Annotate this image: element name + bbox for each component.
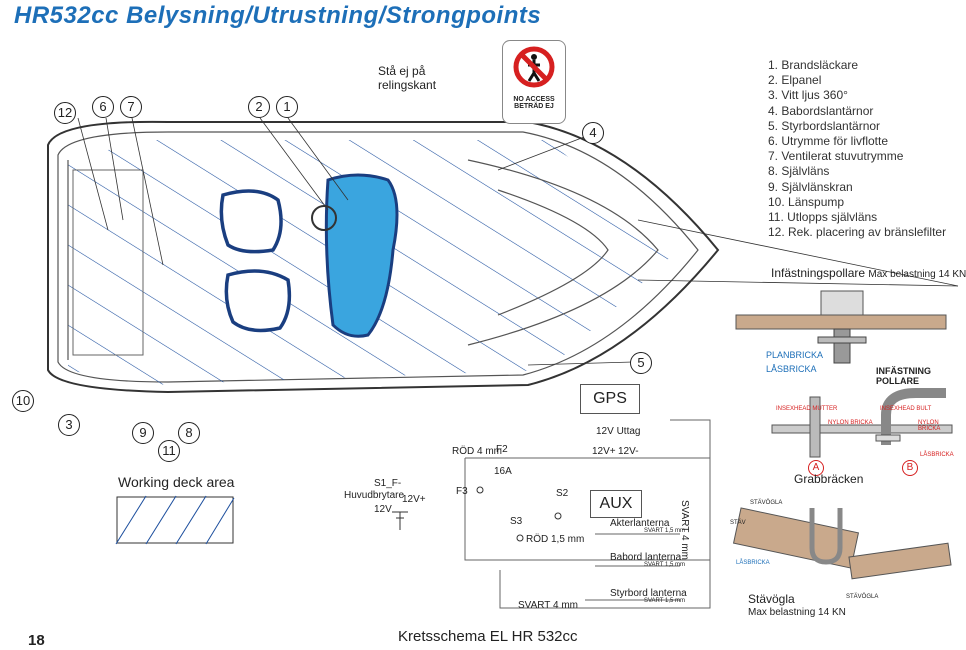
marker-4: 4: [582, 122, 604, 144]
bow-eye-tag2: STÄVÖGLA: [846, 594, 879, 600]
legend-item: 2. Elpanel: [768, 73, 822, 88]
bow-eye-detail: [848, 542, 952, 580]
grabrail-nut: INSEXHEAD MUTTER: [776, 406, 838, 412]
bow-lasbricka: LÅSBRICKA: [736, 560, 770, 566]
page-number: 18: [28, 632, 45, 649]
circuit-diagram: [392, 419, 711, 609]
marker-5: 5: [630, 352, 652, 374]
seat-rear: [224, 269, 292, 333]
no-access-icon: [513, 46, 555, 88]
svart4v-label: SVART 4 mm: [679, 500, 690, 561]
babord-label: Babord lanterna: [610, 552, 682, 563]
v12p-label: 12V+: [402, 494, 426, 505]
s1-label: S1_F-: [374, 478, 402, 489]
legend-item: 3. Vitt ljus 360°: [768, 88, 848, 103]
legend-item: 1. Brandsläckare: [768, 58, 859, 72]
bollard-diagram: [735, 290, 947, 364]
svart15-1: SVART 1,5 mm: [644, 528, 686, 534]
marker-1: 1: [276, 96, 298, 118]
planbricka-label: PLANBRICKA: [766, 350, 824, 360]
f3-label: F3: [456, 486, 468, 497]
bow-eye-load: Max belastning 14 KN: [748, 607, 846, 618]
bollard-heading: Infästningspollare Max belastning 14 KN: [771, 266, 966, 280]
seat-front: [219, 189, 283, 254]
rod4-label: RÖD 4 mm: [452, 446, 502, 457]
working-deck-label: Working deck area: [118, 474, 235, 490]
equipment-legend: 1. Brandsläckare 2. Elpanel 3. Vitt ljus…: [768, 58, 946, 240]
legend-item: 8. Självläns: [768, 164, 830, 179]
grabrail-marker-b: B: [902, 460, 918, 476]
gps-label: GPS: [580, 384, 640, 414]
marker-2: 2: [248, 96, 270, 118]
legend-item: 7. Ventilerat stuvutrymme: [768, 149, 904, 164]
sign-line2: BETRÄD EJ: [514, 103, 554, 110]
rod15-label: RÖD 1,5 mm: [526, 534, 585, 545]
s2-label: S2: [556, 488, 569, 499]
amp-label: 16A: [494, 466, 512, 477]
bow-eye-diagram: [732, 507, 860, 569]
console: [324, 173, 399, 338]
v12-label: 12V: [374, 504, 392, 515]
bow-tag: STÄV: [730, 520, 746, 526]
bow-eye-title: Stävögla: [748, 592, 795, 606]
legend-item: 9. Självlänskran: [768, 179, 853, 194]
grabrail-nylon2: NYLON BRICKA: [918, 420, 941, 432]
bollard-mount-label: INFÄSTNING POLLARE: [876, 366, 931, 386]
warning-line1: Stå ej på: [378, 64, 426, 78]
grabrail-bolt: INSEXHEAD BULT: [880, 406, 932, 412]
svart15-3: SVART 1,5 mm: [644, 598, 686, 604]
marker-8: 8: [178, 422, 200, 444]
v-plus-label: 12V+: [592, 446, 616, 457]
f2-label: F2: [496, 444, 508, 455]
warning-line2: relingskant: [378, 78, 437, 92]
legend-item: 4. Babordslantärnor: [768, 103, 874, 118]
bollard-title: Infästningspollare: [771, 266, 866, 280]
steering-wheel: [311, 205, 337, 231]
aux-label: AUX: [590, 490, 642, 518]
marker-3: 3: [58, 414, 80, 436]
sign-line1: NO ACCESS: [513, 96, 555, 103]
working-deck-swatch: [115, 495, 235, 545]
legend-item: 10. Länspump: [768, 194, 845, 209]
marker-6: 6: [92, 96, 114, 118]
marker-9: 9: [132, 422, 154, 444]
legend-item: 12. Rek. placering av bränslefilter: [768, 225, 947, 240]
bow-eye-tag: STÄVÖGLA: [750, 500, 783, 506]
marker-12: 12: [54, 102, 76, 124]
legend-item: 11. Utlopps självläns: [768, 210, 878, 225]
grabrail-label: Grabbräcken: [794, 472, 864, 486]
legend-item: 6. Utrymme för livflotte: [768, 134, 889, 149]
marker-11: 11: [158, 440, 180, 462]
bow-eye-label: Stävögla Max belastning 14 KN: [748, 592, 846, 620]
grabrail-diagram: [771, 388, 953, 458]
bollard-load: Max belastning 14 KN: [868, 269, 966, 280]
grabrail-marker-a: A: [808, 460, 824, 476]
akter-label: Akterlanterna: [610, 518, 670, 529]
uttag-label: 12V Uttag: [596, 426, 641, 437]
styrbord-label: Styrbord lanterna: [610, 588, 687, 599]
svart4-label: SVART 4 mm: [518, 600, 579, 611]
lasbricka-label: LÅSBRICKA: [766, 364, 817, 374]
no-access-sign: NO ACCESS BETRÄD EJ: [502, 40, 566, 124]
grabrail-las: LÅSBRICKA: [920, 452, 954, 458]
legend-item: 5. Styrbordslantärnor: [768, 118, 881, 133]
svart15-2: SVART 1,5 mm: [644, 562, 686, 568]
boat-top-view-diagram: [47, 117, 959, 394]
warning-text: Stå ej på relingskant: [378, 64, 436, 92]
footer-title: Kretsschema EL HR 532cc: [398, 628, 578, 645]
huvud-label: Huvudbrytare: [344, 490, 405, 501]
s3-label: S3: [510, 516, 523, 527]
grabrail-nylon1: NYLON BRICKA: [828, 420, 873, 426]
v-minus-label: 12V-: [618, 446, 639, 457]
marker-7: 7: [120, 96, 142, 118]
page-title: HR532cc Belysning/Utrustning/Strongpoint…: [14, 2, 542, 29]
marker-10: 10: [12, 390, 34, 412]
